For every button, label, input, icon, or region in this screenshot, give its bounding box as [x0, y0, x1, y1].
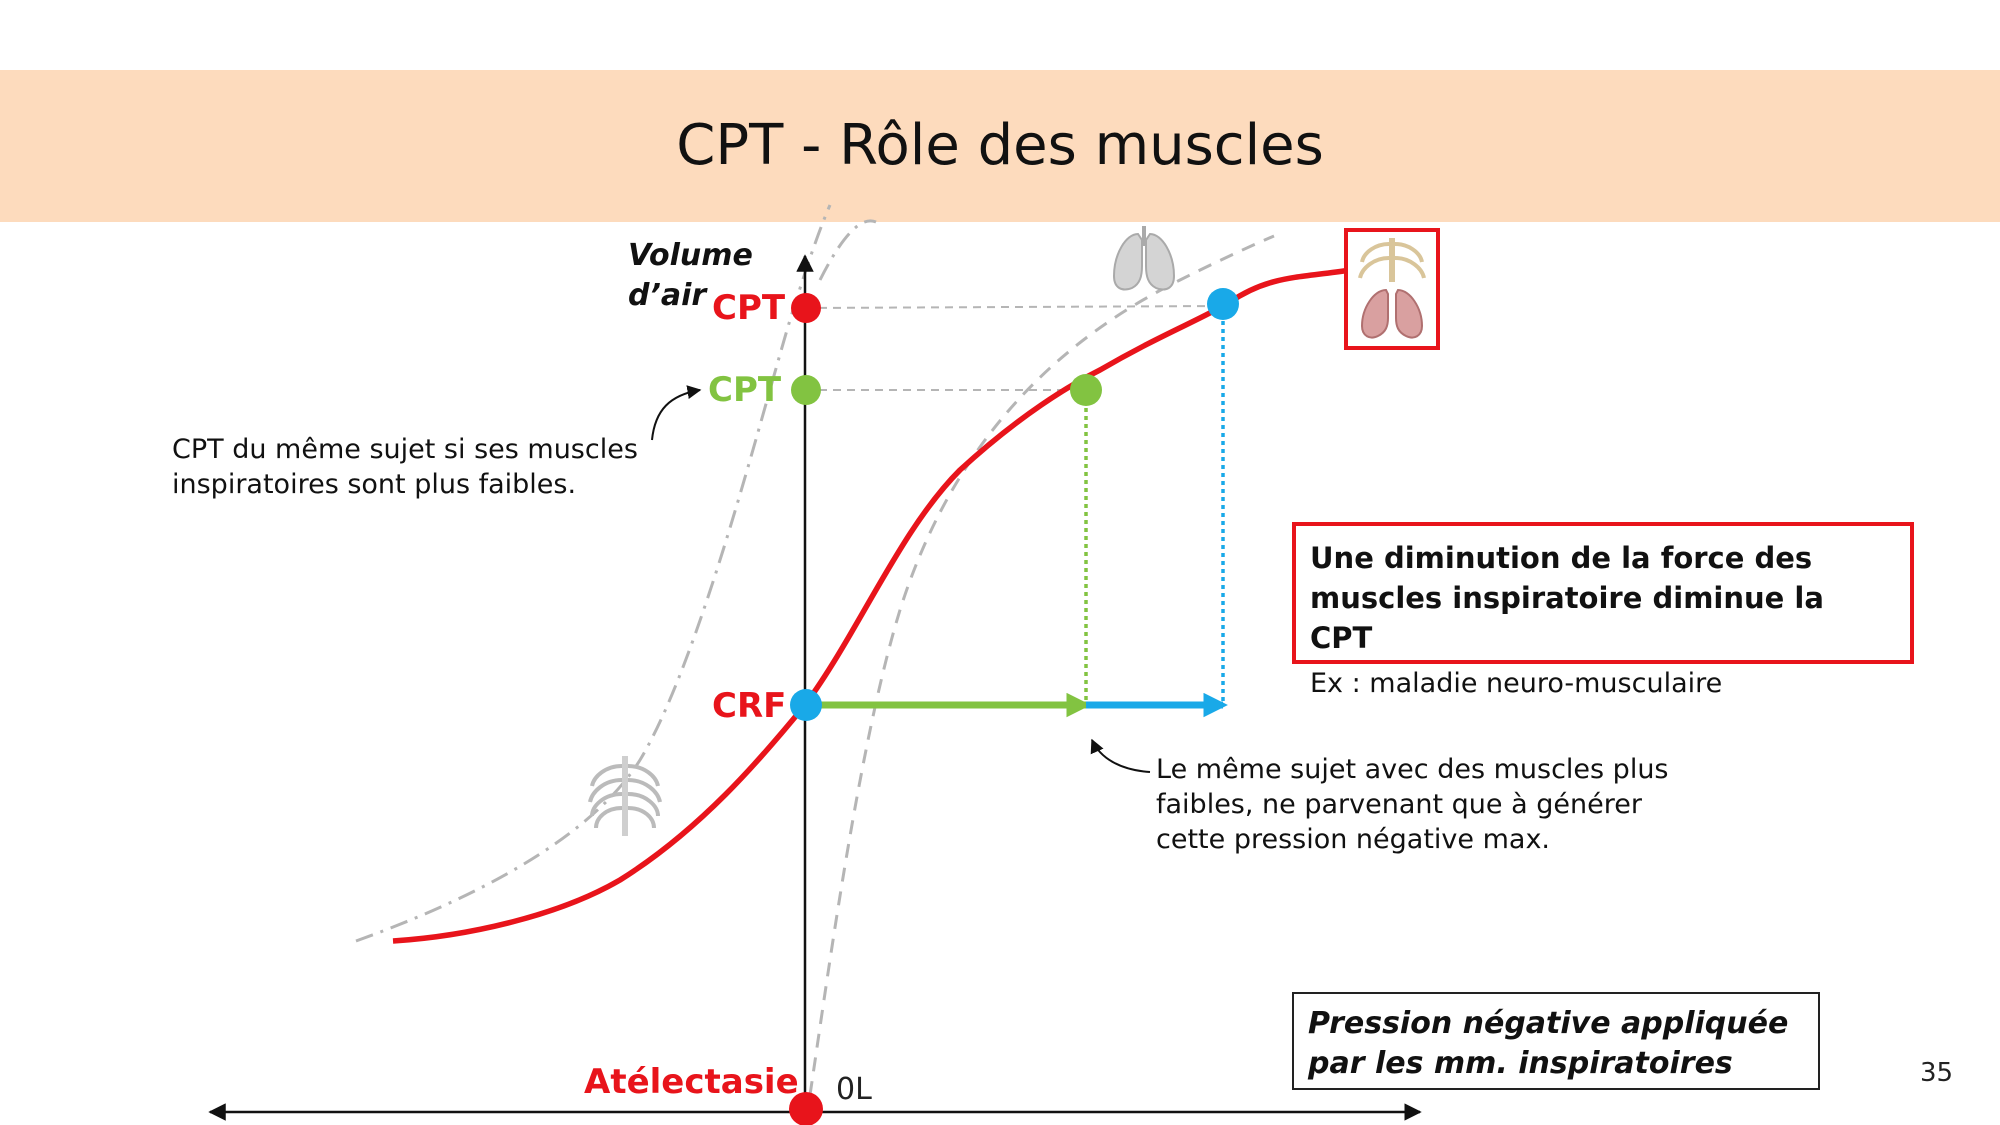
point-cpt-weak-axis	[791, 375, 821, 405]
chest-wall-curve-top	[818, 219, 877, 281]
info-box-heading-line2: muscles inspiratoire diminue la CPT	[1310, 581, 1824, 655]
info-box-heading-line1: Une diminution de la force des	[1310, 541, 1813, 575]
point-cpt-normal-curve	[1207, 288, 1239, 320]
label-cpt-weak: CPT	[708, 370, 782, 410]
note-weak-cpt-line1: CPT du même sujet si ses muscles	[172, 434, 638, 465]
guide-cpt-normal	[804, 305, 1223, 309]
label-crf: CRF	[712, 686, 787, 726]
x-axis-label-line2: par les mm. inspiratoires	[1308, 1046, 1733, 1081]
pointer-weak-pressure	[1090, 738, 1151, 773]
label-zero-volume: 0L	[836, 1072, 872, 1107]
y-axis-label-line2: d’air	[628, 278, 707, 313]
note-weak-pressure-line2: faibles, ne parvenant que à générer	[1156, 789, 1642, 820]
info-box: Une diminution de la force des muscles i…	[1292, 522, 1914, 699]
title-band: CPT - Rôle des muscles	[0, 70, 2000, 222]
thorax-and-lungs-icon	[1344, 228, 1440, 350]
slide-title: CPT - Rôle des muscles	[676, 113, 1324, 178]
point-crf	[790, 689, 822, 721]
lungs-icon	[1112, 226, 1176, 291]
y-axis-label: Volume d’air	[628, 236, 753, 316]
lung-curve	[808, 234, 1275, 1096]
label-atelectasis: Atélectasie	[584, 1062, 799, 1102]
page-number: 35	[1920, 1058, 1954, 1088]
note-weak-pressure: Le même sujet avec des muscles plus faib…	[1156, 752, 1716, 857]
x-axis-label-line1: Pression négative appliquée	[1308, 1006, 1789, 1041]
pointer-weak-cpt	[651, 385, 702, 441]
point-atelectasis	[789, 1092, 823, 1125]
y-axis-label-line1: Volume	[628, 238, 753, 273]
note-weak-pressure-line3: cette pression négative max.	[1156, 824, 1551, 855]
point-cpt-weak-curve	[1070, 374, 1102, 406]
label-cpt-normal: CPT	[712, 288, 786, 328]
chest-wall-curve	[355, 204, 832, 943]
info-box-example: Ex : maladie neuro-musculaire	[1310, 668, 1723, 699]
note-weak-pressure-line1: Le même sujet avec des muscles plus	[1156, 754, 1669, 785]
x-axis-label-box: Pression négative appliquée par les mm. …	[1292, 992, 1820, 1090]
point-cpt-normal-axis	[791, 293, 821, 323]
rib-cage-icon	[588, 756, 662, 836]
note-weak-cpt-line2: inspiratoires sont plus faibles.	[172, 469, 577, 500]
note-weak-cpt: CPT du même sujet si ses muscles inspira…	[172, 432, 652, 502]
